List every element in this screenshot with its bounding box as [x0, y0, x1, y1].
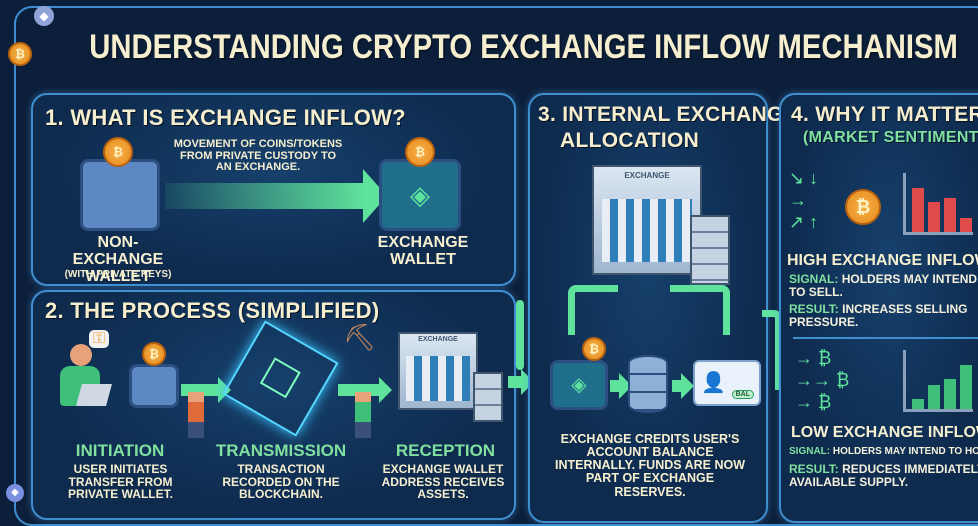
parallel-arrows-icon: → ₿→→ ₿→ ₿	[795, 348, 850, 412]
flow-line-left	[568, 285, 618, 335]
low-result-text: REDUCES IMMEDIATELY AVAILABLE SUPPLY.	[789, 462, 978, 489]
server-icon	[690, 215, 730, 285]
flow-line-right	[670, 285, 730, 335]
section-why-it-matters: 4. WHY IT MATTERS (MARKET SENTIMENT) ↘ ↓…	[779, 93, 978, 523]
exchange-building-icon: EXCHANGE	[592, 165, 702, 275]
step-reception-title: RECEPTION	[395, 441, 496, 460]
signal-label: SIGNAL:	[789, 272, 839, 286]
pickaxe-icon: ⛏	[343, 322, 377, 352]
bearish-chart-icon	[903, 173, 973, 235]
result-label: RESULT:	[789, 302, 839, 316]
non-exchange-wallet-sub: (WITH PRIVATE KEYS)	[64, 269, 172, 280]
divider	[793, 337, 978, 339]
bitcoin-corner-icon: ₿	[8, 42, 32, 66]
exchange-building-icon: EXCHANGE	[398, 332, 478, 410]
low-inflow-title: LOW EXCHANGE INFLOW	[791, 424, 978, 441]
page-title: UNDERSTANDING CRYPTO EXCHANGE INFLOW MEC…	[89, 28, 958, 66]
signal-label: SIGNAL:	[789, 446, 831, 457]
bitcoin-coin-icon: ₿	[142, 342, 166, 366]
step-transmission-text: TRANSACTION RECORDED ON THE BLOCKCHAIN.	[222, 462, 340, 502]
non-exchange-wallet-label: NON-EXCHANGE WALLET	[72, 234, 164, 285]
balance-tag: BAL	[731, 390, 754, 399]
person-icon	[188, 392, 204, 438]
section3-heading-line2: ALLOCATION	[560, 129, 700, 152]
connector-arrow-up	[516, 300, 524, 370]
high-inflow-signal: SIGNAL: HOLDERS MAY INTEND TO SELL.	[789, 273, 978, 298]
connector-arrow-3-to-4	[762, 310, 782, 390]
bitcoin-coin-icon: ₿	[405, 137, 435, 167]
bitcoin-coin-icon: ₿	[582, 337, 606, 361]
key-icon: ⚿	[89, 330, 110, 348]
inflow-arrow	[165, 169, 387, 223]
database-icon	[628, 355, 668, 413]
section3-description: EXCHANGE CREDITS USER'S ACCOUNT BALANCE …	[554, 432, 746, 499]
private-wallet-icon	[129, 364, 179, 408]
blockchain-network-icon	[222, 320, 339, 437]
section4-heading: 4. WHY IT MATTERS	[791, 103, 978, 126]
ethereum-bottom-icon: ◆	[6, 484, 24, 502]
section-internal-allocation: 3. INTERNAL EXCHANGE ALLOCATION EXCHANGE…	[528, 93, 798, 523]
section1-heading: 1. WHAT IS EXCHANGE INFLOW?	[45, 105, 406, 130]
section-process: 2. THE PROCESS (SIMPLIFIED) ⚿ ₿ ⛏ EXCHAN…	[31, 290, 516, 520]
non-exchange-wallet-icon	[80, 159, 160, 231]
ethereum-corner-icon: ◆	[34, 6, 54, 26]
high-signal-text: HOLDERS MAY INTEND TO SELL.	[789, 272, 978, 299]
section3-heading-line1: 3. INTERNAL EXCHANGE	[538, 103, 798, 126]
allocation-arrow-1	[610, 373, 632, 399]
section-what-is-inflow: 1. WHAT IS EXCHANGE INFLOW? ₿ MOVEMENT O…	[31, 93, 516, 286]
bitcoin-coin-icon: ₿	[845, 189, 881, 225]
exchange-wallet-icon: ◈	[550, 360, 608, 410]
user-laptop-icon	[55, 344, 112, 424]
exchange-wallet-icon: ◈	[379, 159, 461, 231]
low-inflow-result: RESULT: REDUCES IMMEDIATELY AVAILABLE SU…	[789, 463, 978, 488]
converging-arrows-icon: ↘ ↓→↗ ↑	[789, 168, 819, 232]
high-inflow-result: RESULT: INCREASES SELLING PRESSURE.	[789, 303, 978, 328]
step-reception-text: EXCHANGE WALLET ADDRESS RECEIVES ASSETS.	[381, 462, 505, 502]
result-label: RESULT:	[789, 462, 839, 476]
section2-heading: 2. THE PROCESS (SIMPLIFIED)	[45, 298, 380, 323]
high-result-text: INCREASES SELLING PRESSURE.	[789, 302, 968, 329]
connector-arrow-2-to-3	[508, 369, 534, 395]
bitcoin-coin-icon: ₿	[103, 137, 133, 167]
server-icon	[473, 372, 503, 422]
allocation-arrow-2	[672, 373, 694, 399]
step-initiation-text: USER INITIATES TRANSFER FROM PRIVATE WAL…	[68, 462, 173, 502]
person-icon	[355, 392, 371, 438]
low-signal-text: HOLDERS MAY INTEND TO HOLD	[832, 446, 978, 457]
section4-subheading: (MARKET SENTIMENT)	[803, 129, 978, 146]
bullish-chart-icon	[903, 350, 973, 412]
account-balance-card-icon: 👤 BAL	[693, 360, 761, 406]
high-inflow-title: HIGH EXCHANGE INFLOW	[787, 252, 978, 269]
step-transmission-title: TRANSMISSION	[215, 441, 347, 460]
low-inflow-signal: SIGNAL: HOLDERS MAY INTEND TO HOLD	[789, 446, 978, 457]
exchange-wallet-label: EXCHANGE WALLET	[377, 234, 469, 268]
step-initiation-title: INITIATION	[75, 441, 165, 460]
arrow-caption: MOVEMENT OF COINS/TOKENS FROM PRIVATE CU…	[173, 138, 343, 174]
